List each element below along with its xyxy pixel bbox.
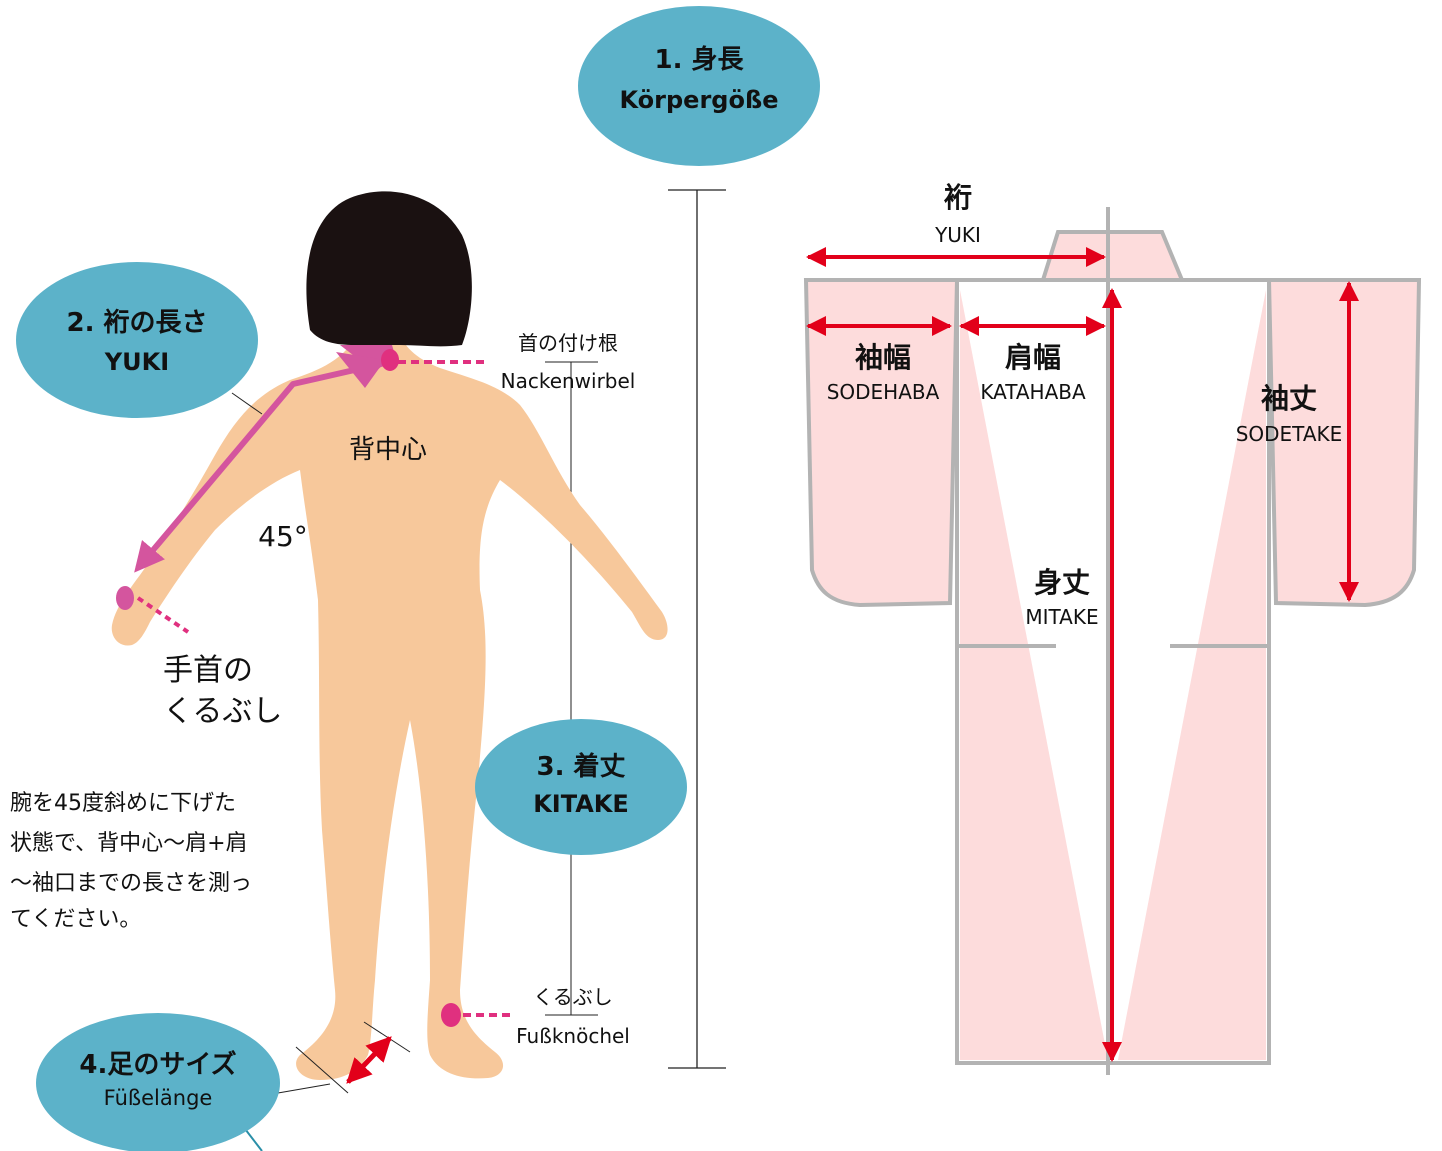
- bubble-yuki-subtitle: YUKI: [104, 348, 169, 376]
- bubble-kitake-subtitle: KITAKE: [533, 790, 629, 818]
- wrist-label-line2: くるぶし: [163, 694, 282, 729]
- svg-text:〜袖口までの長さを測っ: 〜袖口までの長さを測っ: [10, 871, 252, 896]
- wrist-marker: [116, 586, 190, 634]
- hair: [306, 191, 472, 347]
- foot-size-arrow: [295, 1021, 411, 1094]
- svg-text:てください。: てください。: [10, 907, 141, 932]
- neck-label-de: Nackenwirbel: [501, 369, 636, 393]
- sodehaba-label-jp: 袖幅: [855, 341, 911, 374]
- bubble-foot-title: 4.足のサイズ: [79, 1049, 236, 1080]
- kitake-scale: [545, 361, 598, 1016]
- neck-marker: [381, 349, 485, 371]
- bubble-kitake-title: 3. 着丈: [536, 751, 625, 782]
- bubble-yuki: 2. 裄の長さ YUKI: [16, 262, 258, 418]
- callout-line-foot: [277, 1083, 331, 1094]
- height-scale: [668, 189, 726, 1069]
- ankle-marker: [441, 1003, 515, 1027]
- bubble-yuki-title: 2. 裄の長さ: [66, 308, 207, 338]
- sodehaba-label-en: SODEHABA: [827, 380, 940, 404]
- bubble-foot-subtitle: Füßelänge: [104, 1086, 213, 1110]
- instruction-text: 腕を45度斜めに下げた 状態で、背中心〜肩+肩 〜袖口までの長さを測っ てくださ…: [10, 791, 252, 932]
- svg-text:状態で、背中心〜肩+肩: 状態で、背中心〜肩+肩: [10, 831, 248, 856]
- yuki-label-jp: 裄: [943, 181, 972, 214]
- neck-label-jp: 首の付け根: [518, 331, 618, 355]
- sodetake-label-en: SODETAKE: [1236, 422, 1343, 446]
- katahaba-label-en: KATAHABA: [980, 380, 1086, 404]
- bubble-height-title: 1. 身長: [654, 44, 744, 75]
- yuki-arm-arrow: [134, 352, 386, 573]
- yuki-label-en: YUKI: [934, 223, 981, 247]
- bubble-kitake: 3. 着丈 KITAKE: [475, 719, 687, 855]
- svg-text:腕を45度斜めに下げた: 腕を45度斜めに下げた: [10, 791, 236, 816]
- body-silhouette: [111, 330, 668, 1080]
- angle-label: 45°: [258, 520, 308, 553]
- back-center-label: 背中心: [349, 435, 427, 465]
- bubble-foot: 4.足のサイズ Füßelänge: [36, 1013, 280, 1151]
- bubble-height: 1. 身長 Körpergöße: [578, 6, 820, 166]
- sodetake-label-jp: 袖丈: [1261, 382, 1317, 415]
- mitake-label-jp: 身丈: [1034, 566, 1090, 599]
- wrist-label-line1: 手首の: [163, 653, 253, 688]
- callout-line-yuki: [231, 392, 263, 415]
- ankle-label-jp: くるぶし: [533, 985, 613, 1009]
- katahaba-label-jp: 肩幅: [1005, 341, 1061, 374]
- ankle-label-de: Fußknöchel: [516, 1024, 630, 1048]
- bubble-height-subtitle: Körpergöße: [620, 86, 779, 114]
- kimono-arrows: [806, 247, 1359, 1062]
- mitake-label-en: MITAKE: [1025, 605, 1098, 629]
